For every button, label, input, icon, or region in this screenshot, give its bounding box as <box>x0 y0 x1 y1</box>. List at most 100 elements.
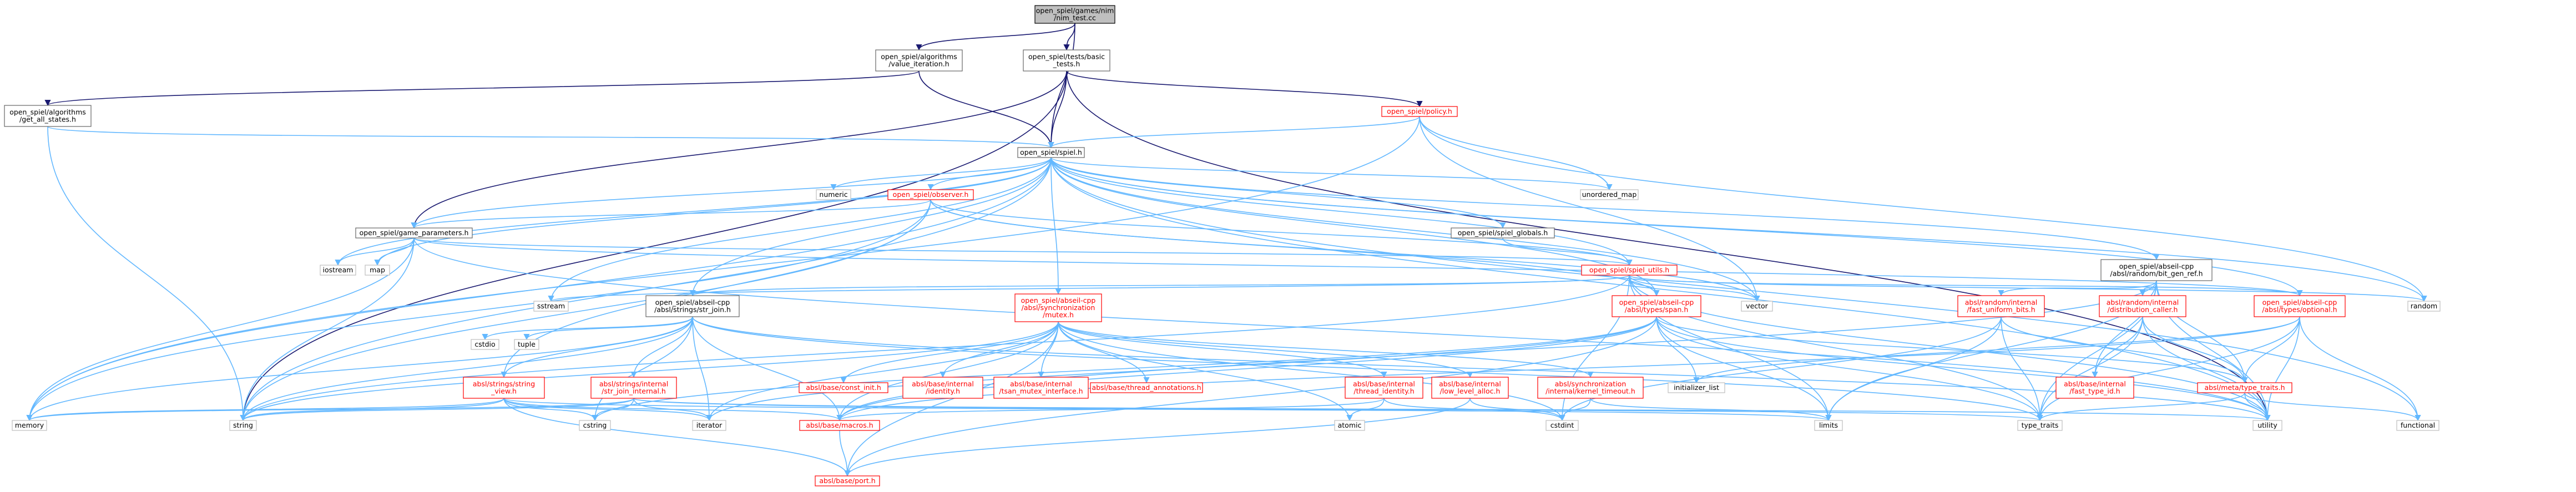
node-spiel[interactable]: open_spiel/spiel.h <box>1017 147 1085 158</box>
node-box <box>1814 420 1843 431</box>
node-iterator[interactable]: iterator <box>692 420 726 431</box>
node-box <box>887 189 974 200</box>
edge-kernel-timeout-to-cstdint <box>1559 398 1591 422</box>
node-box <box>2254 295 2346 317</box>
node-kernel-timeout[interactable]: absl/synchronization/internal/kernel_tim… <box>1537 377 1644 399</box>
node-string-view[interactable]: absl/strings/string_view.h <box>463 377 545 399</box>
node-label: open_spiel/games/nim <box>1036 7 1114 15</box>
node-cstring[interactable]: cstring <box>579 420 611 431</box>
node-cstdint[interactable]: cstdint <box>1545 420 1579 431</box>
node-initializer-list[interactable]: initializer_list <box>1668 382 1725 393</box>
node-box <box>1545 420 1579 431</box>
node-utility[interactable]: utility <box>2252 420 2282 431</box>
node-mutex[interactable]: open_spiel/abseil-cpp/absl/synchronizati… <box>1014 293 1102 322</box>
node-label: /tsan_mutex_interface.h <box>999 387 1083 395</box>
node-label: initializer_list <box>1674 383 1719 392</box>
edge-str-join-to-str-join-internal <box>630 316 693 378</box>
edge-str-join-to-type-traits <box>692 316 2043 422</box>
node-map[interactable]: map <box>365 265 390 276</box>
node-box <box>993 377 1089 399</box>
node-unordered-map[interactable]: unordered_map <box>1580 189 1639 200</box>
node-vector[interactable]: vector <box>1741 301 1773 312</box>
node-policy[interactable]: open_spiel/policy.h <box>1381 106 1458 117</box>
node-optional[interactable]: open_spiel/abseil-cpp/absl/types/optiona… <box>2254 295 2346 317</box>
node-label: absl/strings/string <box>473 380 535 388</box>
node-identity[interactable]: absl/base/internal/identity.h <box>902 377 983 399</box>
edge-string-view-to-port <box>503 398 851 477</box>
node-basic-tests[interactable]: open_spiel/tests/basic_tests.h <box>1023 49 1110 72</box>
node-value-iteration[interactable]: open_spiel/algorithms/value_iteration.h <box>875 49 963 72</box>
node-distribution-caller[interactable]: absl/random/internal/distribution_caller… <box>2099 295 2186 317</box>
node-span[interactable]: open_spiel/abseil-cpp/absl/types/span.h <box>1612 295 1701 317</box>
edge-string-view-to-limits <box>503 398 1831 422</box>
node-macros[interactable]: absl/base/macros.h <box>799 420 880 431</box>
node-spiel-globals[interactable]: open_spiel/spiel_globals.h <box>1451 227 1555 239</box>
node-box <box>2099 295 2186 317</box>
node-label: open_spiel/algorithms <box>881 53 957 61</box>
node-box <box>533 301 569 312</box>
node-box <box>1957 295 2045 317</box>
edge-game-parameters-to-spiel-utils <box>413 237 1632 266</box>
node-label: absl/base/internal <box>1439 380 1501 388</box>
edge-observer-to-memory <box>26 199 931 422</box>
node-tsan-mutex[interactable]: absl/base/internal/tsan_mutex_interface.… <box>993 377 1089 399</box>
edge-string-view-to-iterator <box>503 398 713 422</box>
node-box <box>1668 382 1725 393</box>
node-iostream[interactable]: iostream <box>320 265 356 276</box>
node-bit-gen-ref[interactable]: open_spiel/abseil-cpp/absl/random/bit_ge… <box>2100 259 2213 281</box>
node-port[interactable]: absl/base/port.h <box>815 475 880 486</box>
edge-type-traits-absl-to-utility <box>2244 392 2271 422</box>
node-box <box>1537 377 1644 399</box>
node-atomic[interactable]: atomic <box>1334 420 1365 431</box>
node-random[interactable]: random <box>2407 301 2441 312</box>
node-limits[interactable]: limits <box>1814 420 1843 431</box>
node-sstream[interactable]: sstream <box>533 301 569 312</box>
node-game-parameters[interactable]: open_spiel/game_parameters.h <box>355 227 473 239</box>
edge-type-traits-absl-to-functional <box>2244 392 2421 422</box>
node-str-join-internal[interactable]: absl/strings/internal/str_join_internal.… <box>590 377 677 399</box>
node-thread-annotations[interactable]: absl/base/thread_annotations.h <box>1090 382 1203 393</box>
node-get-all-states[interactable]: open_spiel/algorithms/get_all_states.h <box>4 105 92 127</box>
edge-str-join-internal-to-iterator <box>633 398 713 422</box>
node-box <box>645 295 740 317</box>
edge-distribution-caller-to-fast-type-id <box>2092 316 2143 378</box>
node-box <box>2396 420 2439 431</box>
edge-mutex-to-thread-annotations <box>1058 321 1150 384</box>
node-low-level-alloc[interactable]: absl/base/internal/low_level_alloc.h <box>1431 377 1509 399</box>
node-box <box>2100 259 2213 281</box>
node-thread-identity[interactable]: absl/base/internal/thread_identity.h <box>1345 377 1423 399</box>
node-functional[interactable]: functional <box>2396 420 2439 431</box>
node-label: open_spiel/abseil-cpp <box>1619 298 1694 307</box>
node-memory[interactable]: memory <box>12 420 47 431</box>
node-label: numeric <box>819 190 847 199</box>
node-type-traits-absl[interactable]: absl/meta/type_traits.h <box>2197 382 2292 393</box>
node-numeric[interactable]: numeric <box>816 189 851 200</box>
node-box <box>4 105 92 127</box>
edge-spiel-to-numeric <box>830 157 1052 191</box>
edge-spiel-to-functional <box>1050 157 2421 422</box>
edge-optional-to-type-traits <box>2037 316 2300 422</box>
node-fast-uniform-bits[interactable]: absl/random/internal/fast_uniform_bits.h <box>1957 295 2045 317</box>
node-str-join[interactable]: open_spiel/abseil-cpp/absl/strings/str_j… <box>645 295 740 317</box>
node-observer[interactable]: open_spiel/observer.h <box>887 189 974 200</box>
edge-spiel-globals-to-spiel-utils <box>1502 237 1633 266</box>
edge-mutex-to-iterator <box>706 321 1059 422</box>
edge-kernel-timeout-to-limits <box>1590 398 1832 422</box>
node-tuple[interactable]: tuple <box>514 339 539 350</box>
node-label: absl/base/port.h <box>819 476 875 485</box>
node-nim-test[interactable]: open_spiel/games/nim/nim_test.cc <box>1034 5 1115 24</box>
node-label: cstring <box>583 421 607 429</box>
edge-get-all-states-to-spiel <box>47 126 1054 149</box>
node-string[interactable]: string <box>229 420 257 431</box>
edge-spiel-to-map <box>374 157 1052 266</box>
node-box <box>799 420 880 431</box>
edge-span-to-port <box>844 316 1657 477</box>
node-spiel-utils[interactable]: open_spiel/spiel_utils.h <box>1581 265 1678 276</box>
node-box <box>579 420 611 431</box>
node-fast-type-id[interactable]: absl/base/internal/fast_type_id.h <box>2055 377 2134 399</box>
node-cstdio[interactable]: cstdio <box>471 339 499 350</box>
node-type-traits[interactable]: type_traits <box>2017 420 2063 431</box>
edge-mutex-to-const-init <box>840 321 1059 384</box>
node-const-init[interactable]: absl/base/const_init.h <box>799 382 888 393</box>
